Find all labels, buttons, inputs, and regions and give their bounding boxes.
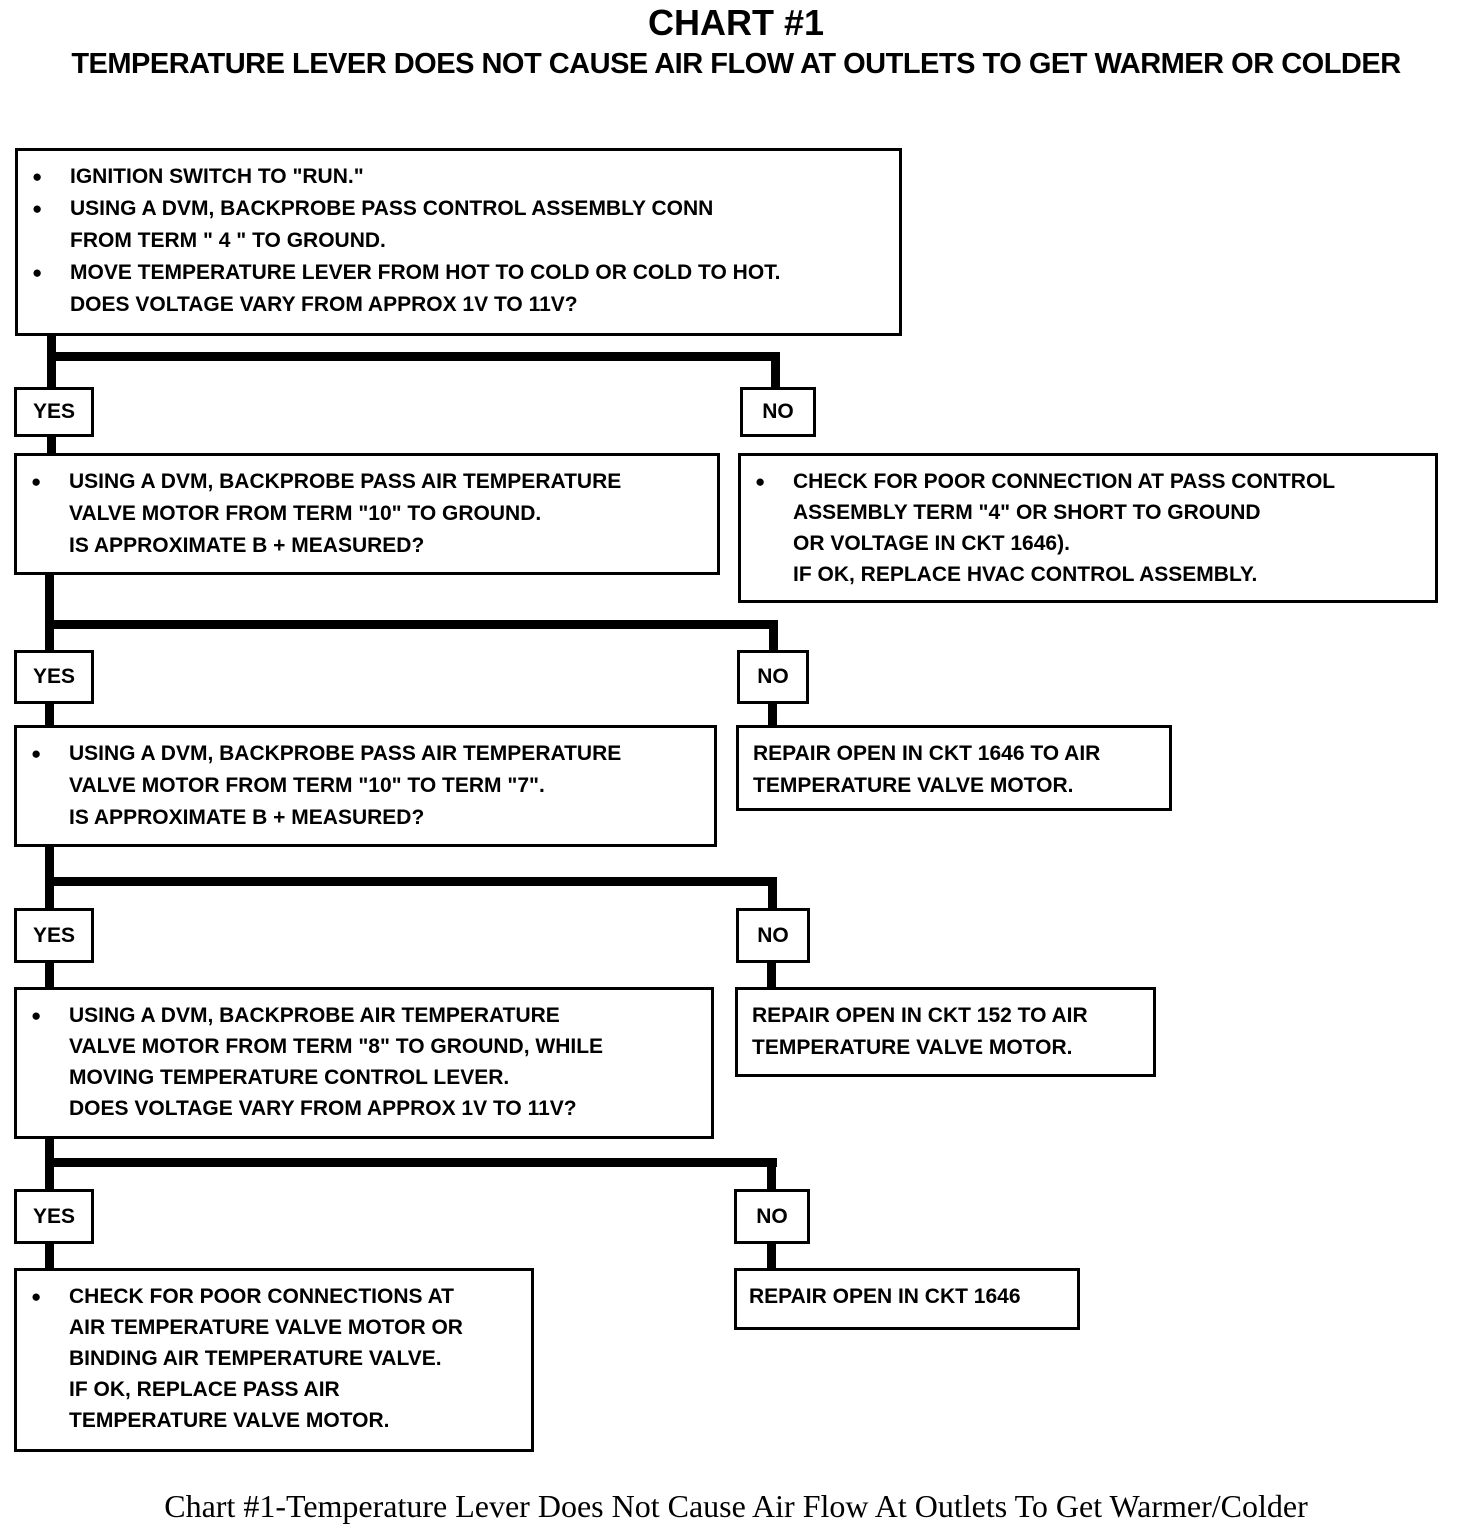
no4-box: REPAIR OPEN IN CKT 1646	[734, 1268, 1080, 1330]
no1-bullet1-cont2: OR VOLTAGE IN CKT 1646).	[793, 532, 1070, 555]
no2-box: REPAIR OPEN IN CKT 1646 TO AIR TEMPERATU…	[736, 725, 1172, 811]
connector-line	[45, 620, 778, 629]
connector-line	[45, 1158, 777, 1167]
connector-line	[45, 962, 54, 990]
step1-box: IGNITION SWITCH TO "RUN." USING A DVM, B…	[15, 148, 902, 336]
connector-line	[771, 352, 780, 387]
step5-bullet1-cont: AIR TEMPERATURE VALVE MOTOR OR	[69, 1316, 463, 1339]
step3-bullet1: USING A DVM, BACKPROBE PASS AIR TEMPERAT…	[29, 738, 704, 770]
no-label-2: NO	[737, 650, 809, 704]
step4-bullet1-question: DOES VOLTAGE VARY FROM APPROX 1V TO 11V?	[69, 1097, 577, 1120]
connector-line	[47, 435, 56, 455]
no4-line1: REPAIR OPEN IN CKT 1646	[749, 1285, 1021, 1308]
yes-label-3: YES	[14, 908, 94, 963]
connector-line	[767, 962, 776, 990]
step3-bullet1-question: IS APPROXIMATE B + MEASURED?	[69, 806, 425, 829]
no2-line2: TEMPERATURE VALVE MOTOR.	[753, 774, 1074, 797]
step4-bullet1: USING A DVM, BACKPROBE AIR TEMPERATURE	[29, 1000, 701, 1031]
chart-subtitle: TEMPERATURE LEVER DOES NOT CAUSE AIR FLO…	[71, 48, 1401, 80]
step5-bullet1-action-cont: TEMPERATURE VALVE MOTOR.	[69, 1409, 390, 1432]
figure-caption: Chart #1-Temperature Lever Does Not Caus…	[164, 1488, 1308, 1524]
step4-bullet1-cont2: MOVING TEMPERATURE CONTROL LEVER.	[69, 1066, 510, 1089]
no-label-4: NO	[734, 1189, 810, 1244]
yes-label-2: YES	[14, 650, 94, 704]
step1-bullet1: IGNITION SWITCH TO "RUN."	[30, 161, 889, 193]
no1-bullet1: CHECK FOR POOR CONNECTION AT PASS CONTRO…	[753, 466, 1425, 497]
chart-title: CHART #1	[647, 2, 825, 43]
step1-bullet3-cont: DOES VOLTAGE VARY FROM APPROX 1V TO 11V?	[70, 293, 578, 316]
connector-line	[45, 574, 54, 650]
connector-line	[45, 1243, 54, 1271]
yes-label-4: YES	[14, 1189, 94, 1244]
step2-bullet1-cont: VALVE MOTOR FROM TERM "10" TO GROUND.	[69, 502, 542, 525]
step4-box: USING A DVM, BACKPROBE AIR TEMPERATURE V…	[14, 987, 714, 1139]
no-label-3: NO	[736, 908, 810, 963]
no1-bullet1-cont: ASSEMBLY TERM "4" OR SHORT TO GROUND	[793, 501, 1261, 524]
step5-bullet1-action: IF OK, REPLACE PASS AIR	[69, 1378, 340, 1401]
connector-line	[47, 352, 780, 361]
connector-line	[47, 335, 56, 387]
connector-line	[45, 877, 777, 886]
step5-bullet1-cont2: BINDING AIR TEMPERATURE VALVE.	[69, 1347, 442, 1370]
no-label-1: NO	[740, 387, 816, 437]
no3-box: REPAIR OPEN IN CKT 152 TO AIR TEMPERATUR…	[735, 987, 1156, 1077]
step3-box: USING A DVM, BACKPROBE PASS AIR TEMPERAT…	[14, 725, 717, 847]
step5-box: CHECK FOR POOR CONNECTIONS AT AIR TEMPER…	[14, 1268, 534, 1452]
step2-bullet1-question: IS APPROXIMATE B + MEASURED?	[69, 534, 425, 557]
no1-box: CHECK FOR POOR CONNECTION AT PASS CONTRO…	[738, 453, 1438, 603]
step5-bullet1: CHECK FOR POOR CONNECTIONS AT	[29, 1281, 521, 1312]
step1-bullet3: MOVE TEMPERATURE LEVER FROM HOT TO COLD …	[30, 257, 889, 289]
connector-line	[769, 620, 778, 650]
connector-line	[45, 702, 54, 728]
no3-line1: REPAIR OPEN IN CKT 152 TO AIR	[752, 1004, 1088, 1027]
connector-line	[768, 877, 777, 910]
step2-bullet1: USING A DVM, BACKPROBE PASS AIR TEMPERAT…	[29, 466, 707, 498]
yes-label-1: YES	[14, 387, 94, 437]
no2-line1: REPAIR OPEN IN CKT 1646 TO AIR	[753, 742, 1101, 765]
step1-bullet2: USING A DVM, BACKPROBE PASS CONTROL ASSE…	[30, 193, 889, 225]
connector-line	[767, 1243, 776, 1271]
step4-bullet1-cont: VALVE MOTOR FROM TERM "8" TO GROUND, WHI…	[69, 1035, 604, 1058]
step1-bullet2-cont: FROM TERM " 4 " TO GROUND.	[70, 229, 386, 252]
connector-line	[767, 1158, 776, 1191]
step2-box: USING A DVM, BACKPROBE PASS AIR TEMPERAT…	[14, 453, 720, 575]
step3-bullet1-cont: VALVE MOTOR FROM TERM "10" TO TERM "7".	[69, 774, 545, 797]
connector-line	[768, 702, 777, 728]
no3-line2: TEMPERATURE VALVE MOTOR.	[752, 1036, 1073, 1059]
no1-bullet1-action: IF OK, REPLACE HVAC CONTROL ASSEMBLY.	[793, 563, 1258, 586]
